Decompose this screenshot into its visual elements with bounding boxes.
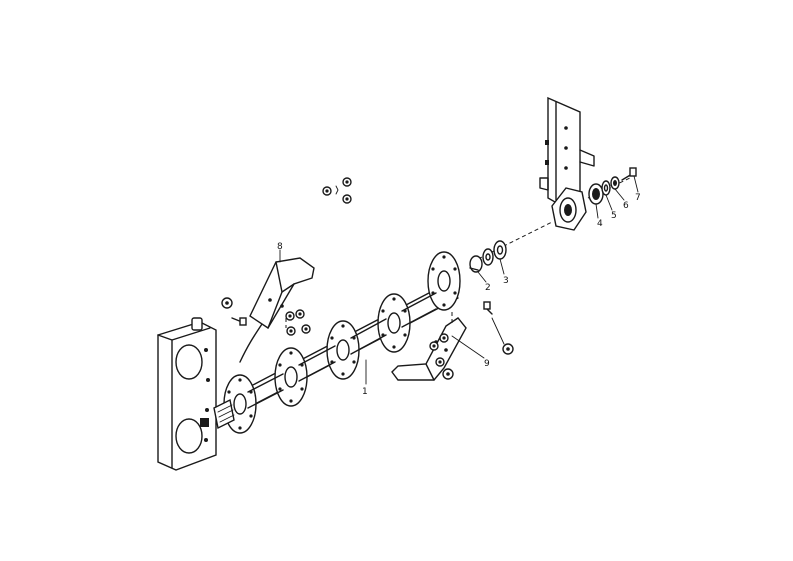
callout-1: 1 [362,387,368,397]
part-4-bearing [588,183,604,205]
leader-lines [279,175,639,385]
callout-2: 2 [485,283,491,293]
rotor-shaft-segments [247,292,437,409]
shaft-flange-2 [274,347,308,407]
bearing-housing [551,187,587,231]
shaft-flange-3 [326,320,360,380]
callout-6: 6 [623,201,629,211]
bolt-right-shield [483,301,514,355]
shaft-spline-end [213,398,235,430]
shaft-flange-4 [377,293,411,353]
callout-8: 8 [277,242,283,252]
hardware-callout-group-top [322,177,352,204]
part-3-washers [482,240,507,266]
gear-drive-line [239,323,263,363]
part-5-washer [601,180,611,196]
callout-7: 7 [635,193,641,203]
callout-4: 4 [597,219,603,229]
left-side-shield [249,257,315,329]
callout-9: 9 [484,359,490,369]
part-6-nut [610,176,620,190]
right-mounting-plate [539,96,595,207]
bolt-left-shield [221,297,247,326]
nut-right-shield [429,333,454,380]
part-2-bushing [469,255,483,273]
shaft-flange-5 [427,251,461,311]
nut-left-shield [285,309,311,336]
gearbox-housing [157,317,233,471]
part-7-bolt [621,167,637,181]
callout-5: 5 [611,211,617,221]
callout-3: 3 [503,276,509,286]
